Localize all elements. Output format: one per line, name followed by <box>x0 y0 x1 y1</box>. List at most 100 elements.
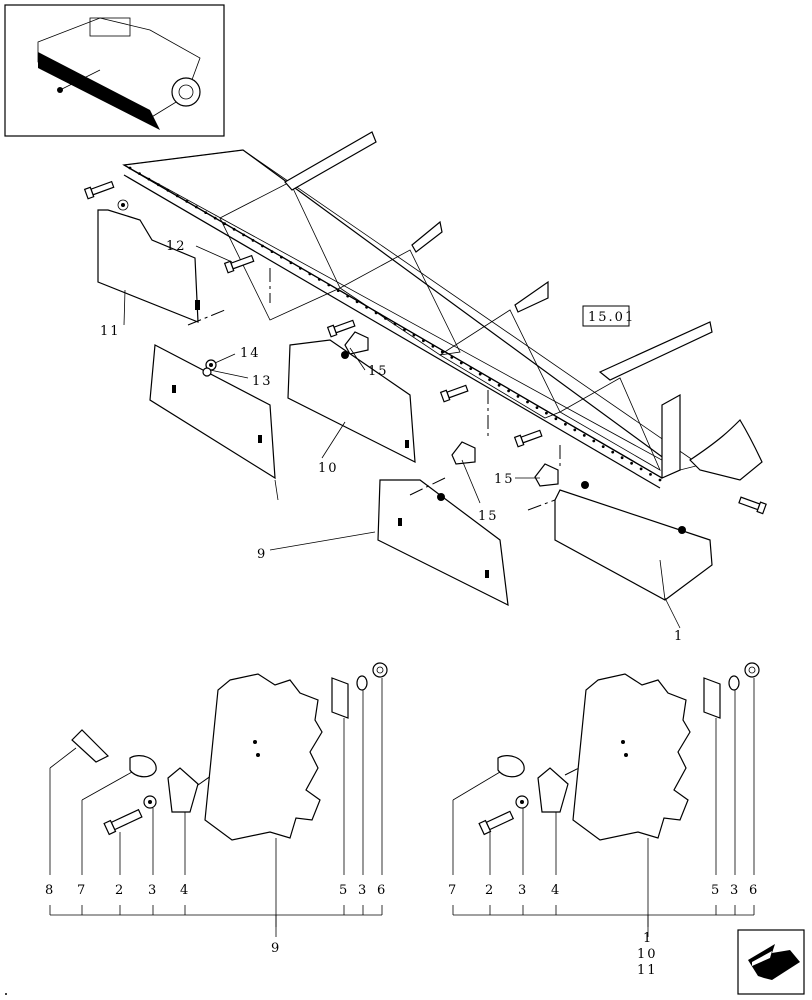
bolt-icon <box>103 808 143 836</box>
left-label-1: 7 <box>77 883 87 898</box>
nut-icon-r <box>744 662 760 678</box>
rivet-dot <box>157 183 160 187</box>
reference-label: 15.01 <box>588 310 635 325</box>
rivet-dot <box>128 166 132 170</box>
rivet-dot <box>535 406 539 409</box>
grommet-icon <box>129 755 157 778</box>
rivet-dot <box>412 333 416 337</box>
plate-icon-r <box>703 677 721 719</box>
rivet-dot <box>526 400 529 404</box>
rivet-dot <box>478 372 482 376</box>
rivet-dot <box>450 356 454 359</box>
rivet-dot <box>564 422 567 426</box>
shield-panel-9-left <box>149 344 276 480</box>
washer-icon-2 <box>356 675 368 691</box>
bracket-icon-r <box>537 767 569 813</box>
left-label-3: 3 <box>148 883 158 898</box>
bracket-icon <box>167 767 199 813</box>
callout-10: 10 <box>318 461 339 476</box>
rivet-dot <box>393 322 397 326</box>
rivet-dot <box>545 411 548 415</box>
callout-1: 1 <box>674 629 684 644</box>
washer-icon-r2 <box>728 675 740 691</box>
left-label-0: 8 <box>45 883 55 898</box>
strap-icon <box>71 729 110 763</box>
rivet-dot <box>649 473 652 476</box>
rivet-dot <box>554 417 558 421</box>
rivet-dot <box>658 478 662 482</box>
rivet-dot <box>185 200 189 203</box>
rivet-dot <box>213 216 217 220</box>
callout-11: 11 <box>100 324 121 339</box>
shield-panel-11 <box>97 199 200 323</box>
callout-15b: 15 <box>478 509 499 524</box>
rivet-dot <box>327 283 331 287</box>
rivet-dot <box>147 177 151 181</box>
rivet-dot <box>223 222 227 226</box>
rivet-dot <box>497 383 501 387</box>
left-label-7: 6 <box>377 883 387 898</box>
right-label-0: 7 <box>448 883 458 898</box>
rivet-dot <box>204 211 208 215</box>
rivet-dot <box>317 278 321 281</box>
rail-assembly <box>122 131 763 489</box>
left-label-4: 4 <box>180 883 190 898</box>
right-label-6: 6 <box>749 883 759 898</box>
rivet-dot <box>166 188 170 192</box>
plate-icon <box>331 677 349 719</box>
shield-panel-9-right <box>377 479 509 607</box>
rivet-dot <box>459 361 463 365</box>
hardware-top <box>202 351 686 534</box>
rivet-dot <box>374 311 378 315</box>
callout-15a: 15 <box>368 364 389 379</box>
right-panel-label-10: 10 <box>637 947 658 962</box>
bolt-icons <box>83 180 767 515</box>
rivet-dot <box>516 395 520 398</box>
rivet-dot <box>630 461 633 465</box>
callout-14: 14 <box>240 346 261 361</box>
rivet-dot <box>488 378 491 382</box>
rivet-dot <box>469 367 473 370</box>
callout-15c: 15 <box>494 472 515 487</box>
shield-panel-1 <box>554 489 713 601</box>
right-panel-label-11: 11 <box>637 963 658 978</box>
left-label-2: 2 <box>115 883 125 898</box>
next-page-arrow-icon[interactable] <box>737 929 805 995</box>
rivet-dot <box>270 250 274 254</box>
leader-lines-top <box>123 245 681 629</box>
right-detail: 7 2 3 4 5 3 6 1 10 11 <box>448 662 760 978</box>
rivet-dot <box>138 172 141 176</box>
rivet-row <box>128 166 662 482</box>
rivet-dot <box>346 294 350 298</box>
left-detail: 8 7 2 3 4 5 3 6 9 <box>45 662 388 956</box>
rivet-dot <box>601 445 605 448</box>
panel-detail-left <box>204 673 323 841</box>
panel-detail-right <box>572 673 691 841</box>
rivet-dot <box>355 300 359 304</box>
rivet-dot <box>261 244 264 248</box>
rivet-dot <box>308 272 312 276</box>
right-panel-label-1: 1 <box>643 931 653 946</box>
right-label-5: 3 <box>730 883 740 898</box>
rivet-dot <box>431 344 435 348</box>
rivet-dot <box>611 450 615 454</box>
callout-9: 9 <box>257 547 267 562</box>
rivet-dot <box>639 467 643 471</box>
rivet-dot <box>365 305 368 309</box>
rivet-dot <box>242 233 246 237</box>
rivet-dot <box>440 350 444 354</box>
rivet-dot <box>232 227 236 231</box>
shield-panel-10 <box>287 339 416 464</box>
rivet-dot <box>289 261 293 265</box>
machine-thumbnail-icon <box>4 4 225 137</box>
rivet-dot <box>422 339 425 343</box>
left-label-5: 5 <box>339 883 349 898</box>
bolt-icon-r <box>478 810 515 836</box>
rivet-dot <box>573 428 577 432</box>
rivet-dot <box>403 328 406 331</box>
callout-12: 12 <box>166 239 187 254</box>
rivet-dot <box>194 205 198 209</box>
callouts-top: 11 12 14 13 15 10 15 15 9 1 <box>100 239 684 644</box>
right-label-1: 2 <box>485 883 495 898</box>
